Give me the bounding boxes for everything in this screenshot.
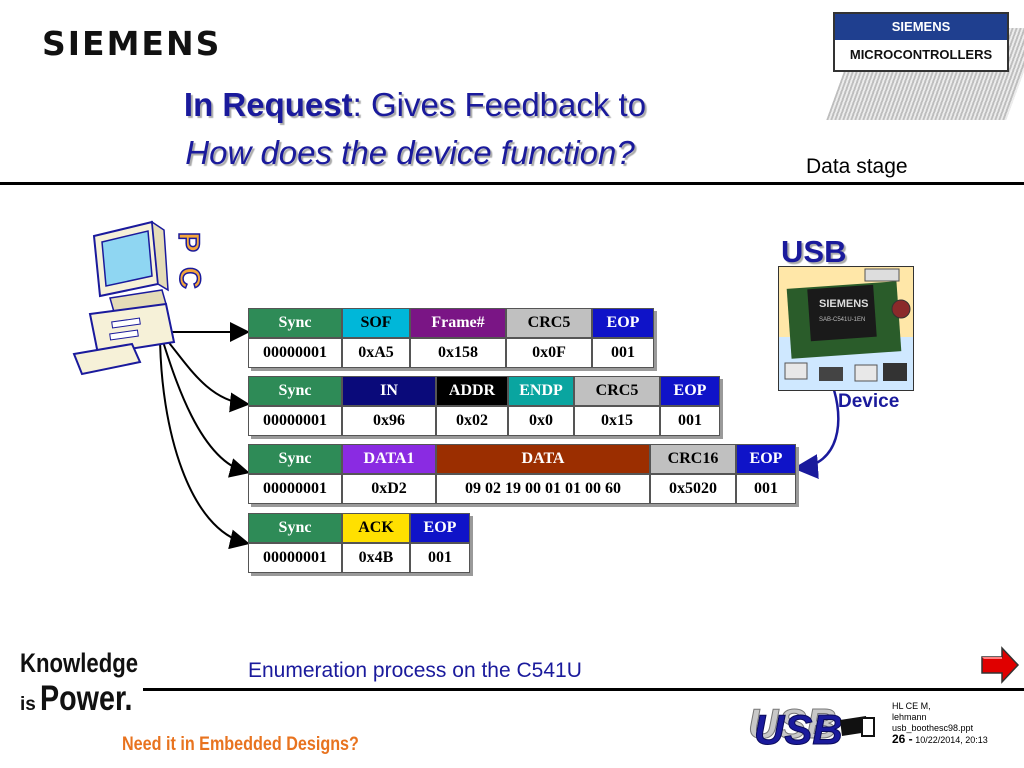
pc-computer-icon: [72, 220, 176, 376]
value-eop: 001: [660, 406, 720, 436]
kip-line-2-large: Power.: [40, 679, 133, 718]
value-endp: 0x0: [508, 406, 574, 436]
header-divider: [0, 182, 1024, 185]
field-sync: Sync: [248, 376, 342, 406]
badge-top-label: SIEMENS: [833, 12, 1009, 42]
field-addr: ADDR: [436, 376, 508, 406]
kip-line-2: is Power.: [20, 681, 164, 716]
value-eop: 001: [592, 338, 654, 368]
ack-packet-table: Sync ACK EOP 00000001 0x4B 001: [248, 513, 470, 573]
slide-subtitle: How does the device function?: [185, 134, 635, 171]
meta-date: 10/22/2014, 20:13: [915, 735, 988, 745]
packet-value-row: 00000001 0x96 0x02 0x0 0x15 001: [248, 406, 720, 436]
slide-title: In Request: Gives Feedback to: [0, 86, 830, 124]
packet-header-row: Sync SOF Frame# CRC5 EOP: [248, 308, 654, 338]
field-frame-number: Frame#: [410, 308, 506, 338]
field-endp: ENDP: [508, 376, 574, 406]
data1-packet-table: Sync DATA1 DATA CRC16 EOP 00000001 0xD2 …: [248, 444, 796, 504]
packet-value-row: 00000001 0xA5 0x158 0x0F 001: [248, 338, 654, 368]
kip-line-1: Knowledge: [20, 648, 139, 678]
value-crc16: 0x5020: [650, 474, 736, 504]
field-sync: Sync: [248, 308, 342, 338]
pc-label-letter-p: P: [171, 231, 206, 253]
device-label: Device: [838, 391, 900, 412]
microcontrollers-badge: SIEMENS MICROCONTROLLERS: [826, 12, 1024, 120]
usb-label: USB: [781, 234, 847, 269]
field-ack: ACK: [342, 513, 410, 543]
usb-logo-text: USB: [754, 706, 843, 748]
value-eop: 001: [736, 474, 796, 504]
svg-text:SAB-C541U-1EN: SAB-C541U-1EN: [819, 317, 865, 323]
value-crc5: 0x15: [574, 406, 660, 436]
field-crc5: CRC5: [506, 308, 592, 338]
knowledge-is-power-logo: Knowledge is Power.: [20, 648, 164, 717]
value-crc5: 0x0F: [506, 338, 592, 368]
value-sof: 0xA5: [342, 338, 410, 368]
value-pid: 0x96: [342, 406, 436, 436]
value-pid: 0x4B: [342, 543, 410, 573]
page-number: 26 -: [892, 732, 913, 746]
footer-divider: [143, 688, 1024, 691]
in-token-packet-table: Sync IN ADDR ENDP CRC5 EOP 00000001 0x96…: [248, 376, 720, 436]
sof-packet-table: Sync SOF Frame# CRC5 EOP 00000001 0xA5 0…: [248, 308, 654, 368]
packet-value-row: 00000001 0xD2 09 02 19 00 01 01 00 60 0x…: [248, 474, 796, 504]
pc-label-letter-c: C: [172, 266, 207, 289]
field-eop: EOP: [736, 444, 796, 474]
field-eop: EOP: [410, 513, 470, 543]
usb-device-photo-icon: SIEMENS SAB-C541U-1EN: [778, 266, 914, 391]
meta-line-1: HL CE M,: [892, 701, 931, 711]
usb-logo: USB USB: [748, 700, 875, 748]
field-sync: Sync: [248, 444, 342, 474]
packet-header-row: Sync DATA1 DATA CRC16 EOP: [248, 444, 796, 474]
svg-text:SIEMENS: SIEMENS: [819, 298, 869, 310]
packet-value-row: 00000001 0x4B 001: [248, 543, 470, 573]
kip-line-2-small: is: [20, 694, 36, 715]
badge-bottom-label: MICROCONTROLLERS: [833, 40, 1009, 72]
wire-device-data: [793, 383, 840, 480]
slide-caption: Enumeration process on the C541U: [248, 659, 582, 682]
value-data: 09 02 19 00 01 01 00 60: [436, 474, 650, 504]
field-eop: EOP: [592, 308, 654, 338]
field-sync: Sync: [248, 513, 342, 543]
packet-header-row: Sync IN ADDR ENDP CRC5 EOP: [248, 376, 720, 406]
field-crc16: CRC16: [650, 444, 736, 474]
value-eop: 001: [410, 543, 470, 573]
title-rest: : Gives Feedback to: [352, 86, 647, 123]
packet-header-row: Sync ACK EOP: [248, 513, 470, 543]
field-crc5: CRC5: [574, 376, 660, 406]
next-slide-arrow-icon[interactable]: [980, 646, 1020, 684]
value-pid: 0xD2: [342, 474, 436, 504]
siemens-logo: SIEMENS: [42, 24, 222, 63]
pc-label: P C: [170, 225, 240, 305]
value-sync: 00000001: [248, 543, 342, 573]
title-bold: In Request: [183, 86, 353, 123]
tagline: Need it in Embedded Designs?: [122, 734, 359, 755]
value-sync: 00000001: [248, 474, 342, 504]
meta-line-2: lehmann: [892, 712, 927, 722]
slide-meta: HL CE M, lehmann usb_boothesc98.ppt 26 -…: [892, 701, 988, 746]
meta-line-4: 26 - 10/22/2014, 20:13: [892, 732, 988, 746]
field-eop: EOP: [660, 376, 720, 406]
meta-line-3: usb_boothesc98.ppt: [892, 723, 974, 733]
field-data: DATA: [436, 444, 650, 474]
field-in: IN: [342, 376, 436, 406]
value-addr: 0x02: [436, 406, 508, 436]
value-sync: 00000001: [248, 406, 342, 436]
value-sync: 00000001: [248, 338, 342, 368]
field-data1: DATA1: [342, 444, 436, 474]
value-frame-number: 0x158: [410, 338, 506, 368]
field-sof: SOF: [342, 308, 410, 338]
stage-label: Data stage: [806, 155, 908, 178]
svg-text:USB: USB: [748, 700, 837, 747]
